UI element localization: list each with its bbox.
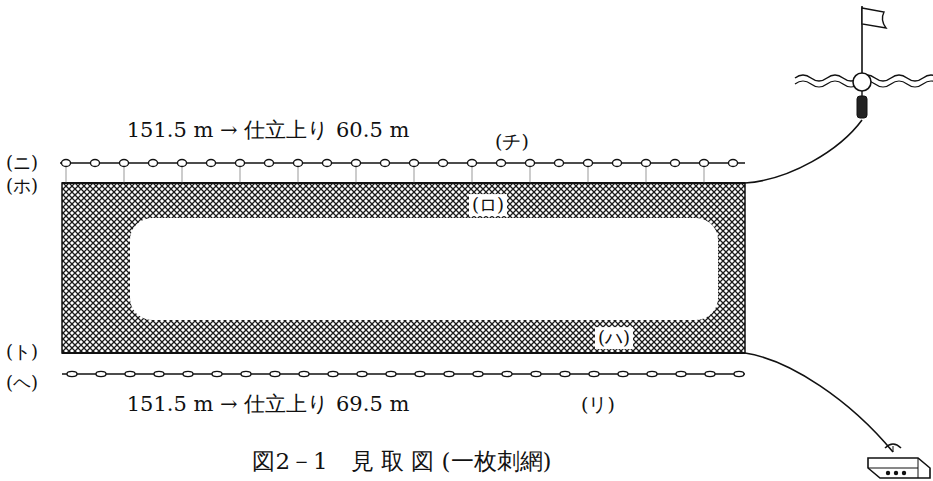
lead-rope	[62, 352, 745, 354]
part-label: (ハ)	[595, 327, 633, 349]
part-label: (ト)	[3, 341, 41, 363]
part-label: (ロ)	[469, 194, 507, 216]
part-label: (ホ)	[3, 175, 41, 197]
anchor-rope	[745, 353, 893, 452]
anchor-weight	[868, 444, 930, 478]
head-rope	[62, 182, 745, 184]
buoy-rope	[745, 120, 862, 183]
figure-caption: 図2－1 見 取 図 (一枚刺網)	[252, 449, 551, 474]
net-panel	[62, 183, 745, 353]
part-label: (リ)	[581, 394, 615, 415]
part-label: (チ)	[495, 131, 529, 152]
sinker-line	[62, 371, 745, 376]
buoy	[853, 73, 871, 91]
net-inner-area	[130, 218, 718, 320]
part-label: (ヘ)	[3, 372, 41, 394]
float-line	[60, 160, 745, 167]
hanging-twine	[66, 167, 704, 183]
part-label: (ニ)	[3, 152, 41, 174]
dimension-label: 151.5 m → 仕立上り 69.5 m	[127, 393, 410, 416]
buoy-weight	[857, 96, 867, 118]
flag	[862, 8, 886, 28]
dimension-label: 151.5 m → 仕立上り 60.5 m	[127, 119, 410, 142]
